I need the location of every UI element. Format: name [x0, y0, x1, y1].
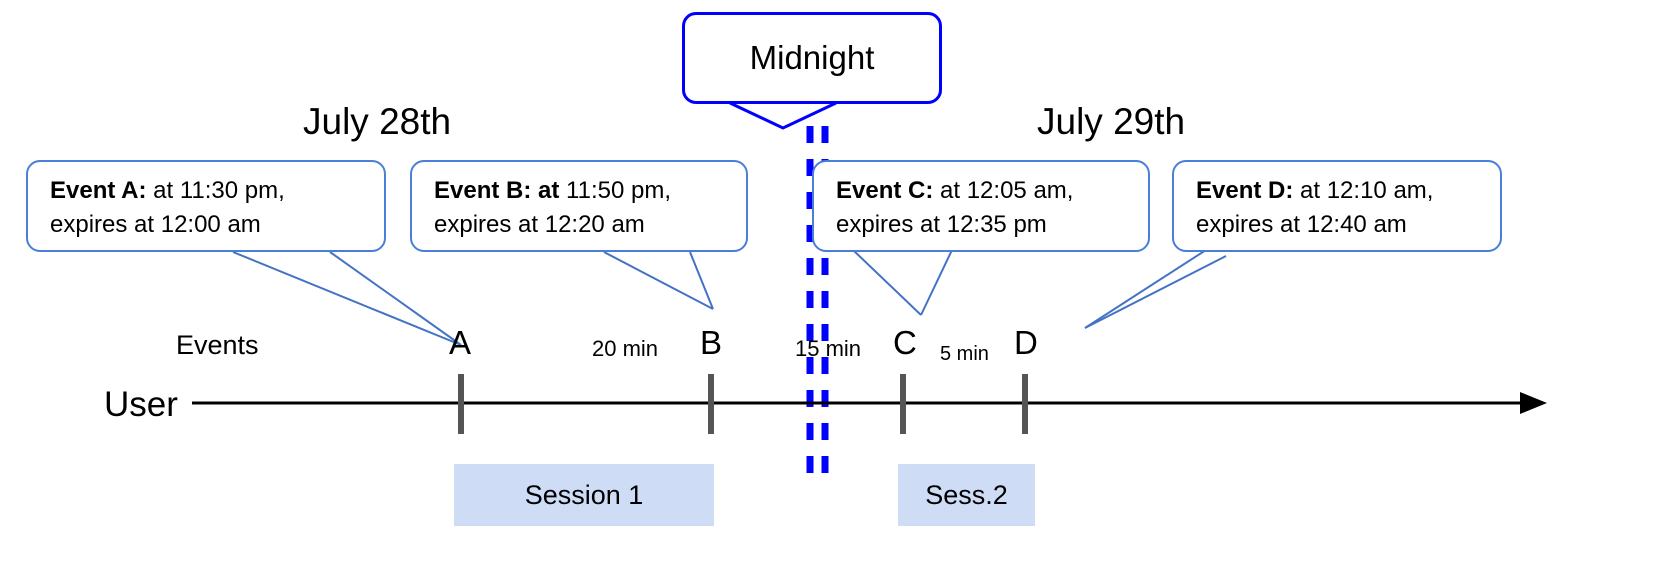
midnight-dashed-lines — [806, 126, 829, 478]
callout-event-c-line1: Event C: at 12:05 am, — [836, 174, 1132, 208]
callout-event-a: Event A: at 11:30 pm, expires at 12:00 a… — [26, 160, 386, 252]
session-box-2: Sess.2 — [898, 464, 1035, 526]
event-letter-d: D — [1014, 324, 1038, 361]
event-letter-a: A — [449, 324, 472, 361]
leader-line-event-a — [232, 251, 462, 346]
callout-event-c-line2: expires at 12:35 pm — [836, 211, 1047, 238]
callout-event-d: Event D: at 12:10 am, expires at 12:40 a… — [1172, 160, 1502, 252]
timeline-axis — [192, 392, 1547, 414]
callout-event-b: Event B: at 11:50 pm, expires at 12:20 a… — [410, 160, 748, 252]
callout-event-c: Event C: at 12:05 am, expires at 12:35 p… — [812, 160, 1150, 252]
callout-event-a-bold: Event A: — [50, 177, 147, 204]
session-box-1: Session 1 — [454, 464, 714, 526]
callout-event-d-line2: expires at 12:40 am — [1196, 211, 1407, 238]
callout-event-b-line1: Event B: at 11:50 pm, — [434, 174, 730, 208]
leader-line-event-c — [852, 249, 953, 316]
callout-event-a-line2: expires at 12:00 am — [50, 211, 261, 238]
gap-label-b-c: 15 min — [795, 336, 862, 361]
callout-event-a-rest: at 11:30 pm, — [146, 177, 285, 204]
callout-event-d-bold: Event D: — [1196, 177, 1294, 204]
events-row-label: Events — [176, 330, 259, 360]
event-ticks — [458, 374, 1028, 434]
midnight-callout: Midnight — [682, 12, 942, 104]
gap-label-c-d: 5 min — [940, 343, 989, 365]
callout-event-b-bold: Event B: at — [434, 177, 560, 204]
leader-line-event-b — [603, 251, 714, 310]
callout-event-c-bold: Event C: — [836, 177, 934, 204]
day-label-july-28: July 28th — [303, 101, 452, 142]
day-label-july-29: July 29th — [1037, 101, 1186, 142]
callout-event-b-line2: expires at 12:20 am — [434, 211, 645, 238]
midnight-callout-tail — [729, 98, 837, 130]
midnight-label: Midnight — [749, 39, 875, 76]
user-row-label: User — [104, 385, 178, 424]
session-box-1-label: Session 1 — [524, 479, 644, 510]
callout-event-d-rest: at 12:10 am, — [1293, 177, 1434, 204]
callout-event-b-rest: 11:50 pm, — [559, 177, 671, 204]
callout-event-d-line1: Event D: at 12:10 am, — [1196, 174, 1484, 208]
gap-label-a-b: 20 min — [592, 336, 659, 361]
callout-event-a-line1: Event A: at 11:30 pm, — [50, 174, 368, 208]
event-letter-c: C — [893, 324, 917, 361]
session-box-2-label: Sess.2 — [925, 479, 1008, 510]
event-letter-b: B — [700, 324, 723, 361]
callout-event-c-rest: at 12:05 am, — [933, 177, 1074, 204]
leader-line-event-d — [1084, 249, 1227, 329]
